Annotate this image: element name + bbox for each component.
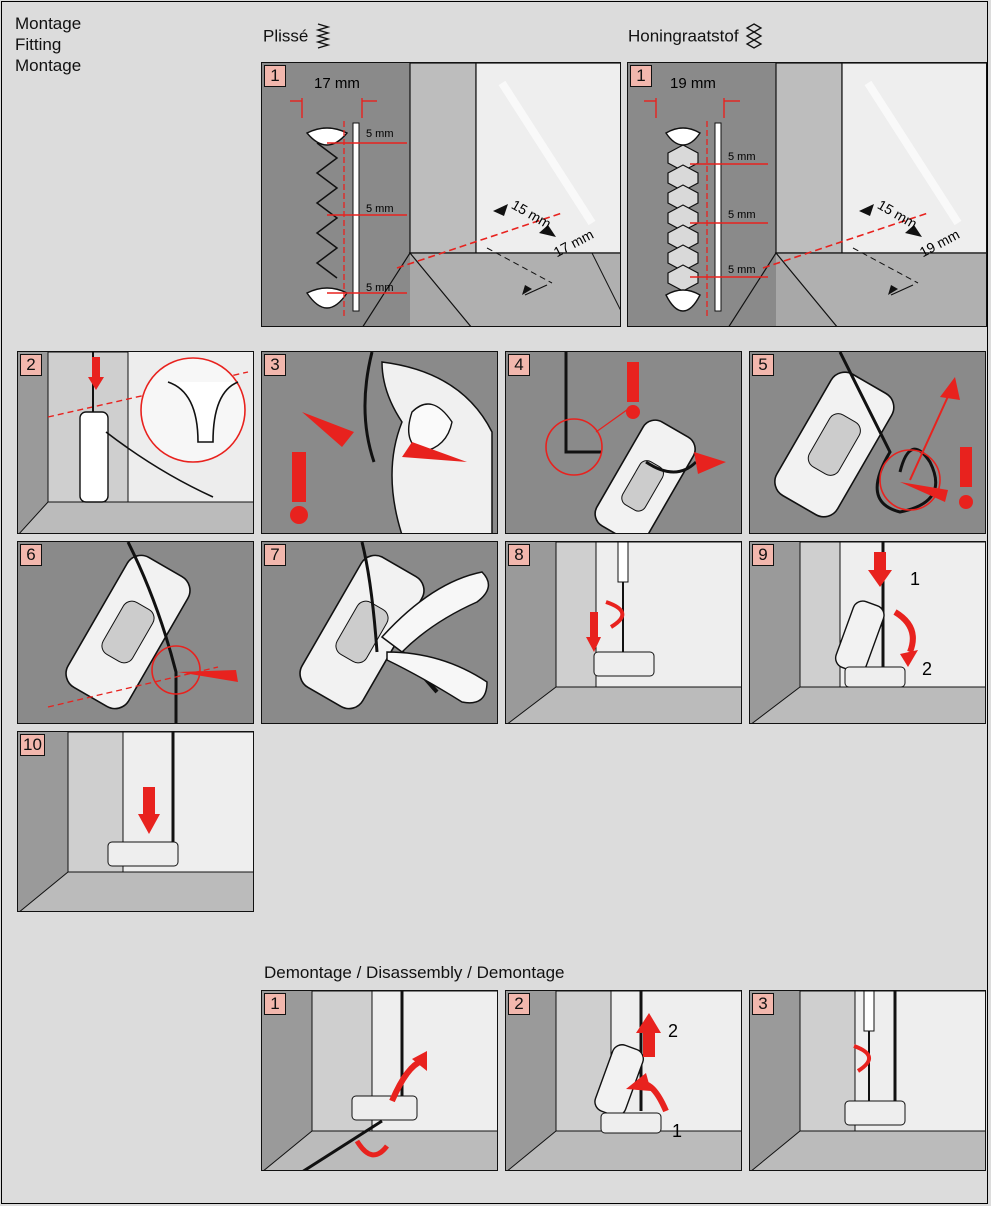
demontage-step-3-panel: 3 (749, 990, 986, 1171)
honing-step-number: 1 (630, 65, 652, 87)
honing-gap3-label: 5 mm (728, 264, 756, 276)
step-9-panel: 9 1 2 (749, 541, 986, 724)
honing-heading: Honingraatstof (628, 22, 763, 52)
demontage-step-1-number: 1 (264, 993, 286, 1015)
plisse-heading: Plissé (263, 22, 331, 52)
plisse-gap2-label: 5 mm (366, 203, 394, 215)
step-8-number: 8 (508, 544, 530, 566)
honing-label: Honingraatstof (628, 26, 739, 45)
title-block: Montage Fitting Montage (15, 13, 81, 76)
demontage-step-2-panel: 2 2 1 (505, 990, 742, 1171)
step-10-panel: 10 (17, 731, 254, 912)
demontage-step-2-sub-2: 2 (668, 1021, 678, 1042)
step-5-panel: 5 (749, 351, 986, 534)
honing-width-label: 19 mm (670, 75, 716, 92)
step-2-number: 2 (20, 354, 42, 376)
step-4-panel: 4 (505, 351, 742, 534)
step-3-panel: 3 (261, 351, 498, 534)
step-10-number: 10 (20, 734, 45, 756)
honing-measure-panel: 1 19 mm 5 mm 5 mm 5 mm 15 mm 19 mm (627, 62, 987, 327)
demontage-step-3-number: 3 (752, 993, 774, 1015)
demontage-step-1-panel: 1 (261, 990, 498, 1171)
pleat-zigzag-icon (315, 22, 331, 52)
step-9-sub-2: 2 (922, 659, 932, 680)
step-6-number: 6 (20, 544, 42, 566)
plisse-gap3-label: 5 mm (366, 282, 394, 294)
title-line-nl: Montage (15, 13, 81, 34)
title-line-de: Montage (15, 55, 81, 76)
plisse-label: Plissé (263, 26, 308, 45)
title-line-en: Fitting (15, 34, 81, 55)
honing-gap2-label: 5 mm (728, 209, 756, 221)
step-6-panel: 6 (17, 541, 254, 724)
plisse-width-label: 17 mm (314, 75, 360, 92)
honing-gap1-label: 5 mm (728, 151, 756, 163)
demontage-title: Demontage / Disassembly / Demontage (264, 962, 564, 983)
step-8-panel: 8 (505, 541, 742, 724)
step-3-number: 3 (264, 354, 286, 376)
honeycomb-icon (745, 22, 763, 52)
step-7-panel: 7 (261, 541, 498, 724)
step-9-sub-1: 1 (910, 569, 920, 590)
demontage-step-2-sub-1: 1 (672, 1121, 682, 1142)
plisse-measure-panel: 1 17 mm 5 mm 5 mm 5 mm 15 mm 17 mm (261, 62, 621, 327)
demontage-step-2-number: 2 (508, 993, 530, 1015)
step-5-number: 5 (752, 354, 774, 376)
plisse-gap1-label: 5 mm (366, 128, 394, 140)
plisse-step-number: 1 (264, 65, 286, 87)
step-7-number: 7 (264, 544, 286, 566)
step-9-number: 9 (752, 544, 774, 566)
step-4-number: 4 (508, 354, 530, 376)
step-2-panel: 2 (17, 351, 254, 534)
